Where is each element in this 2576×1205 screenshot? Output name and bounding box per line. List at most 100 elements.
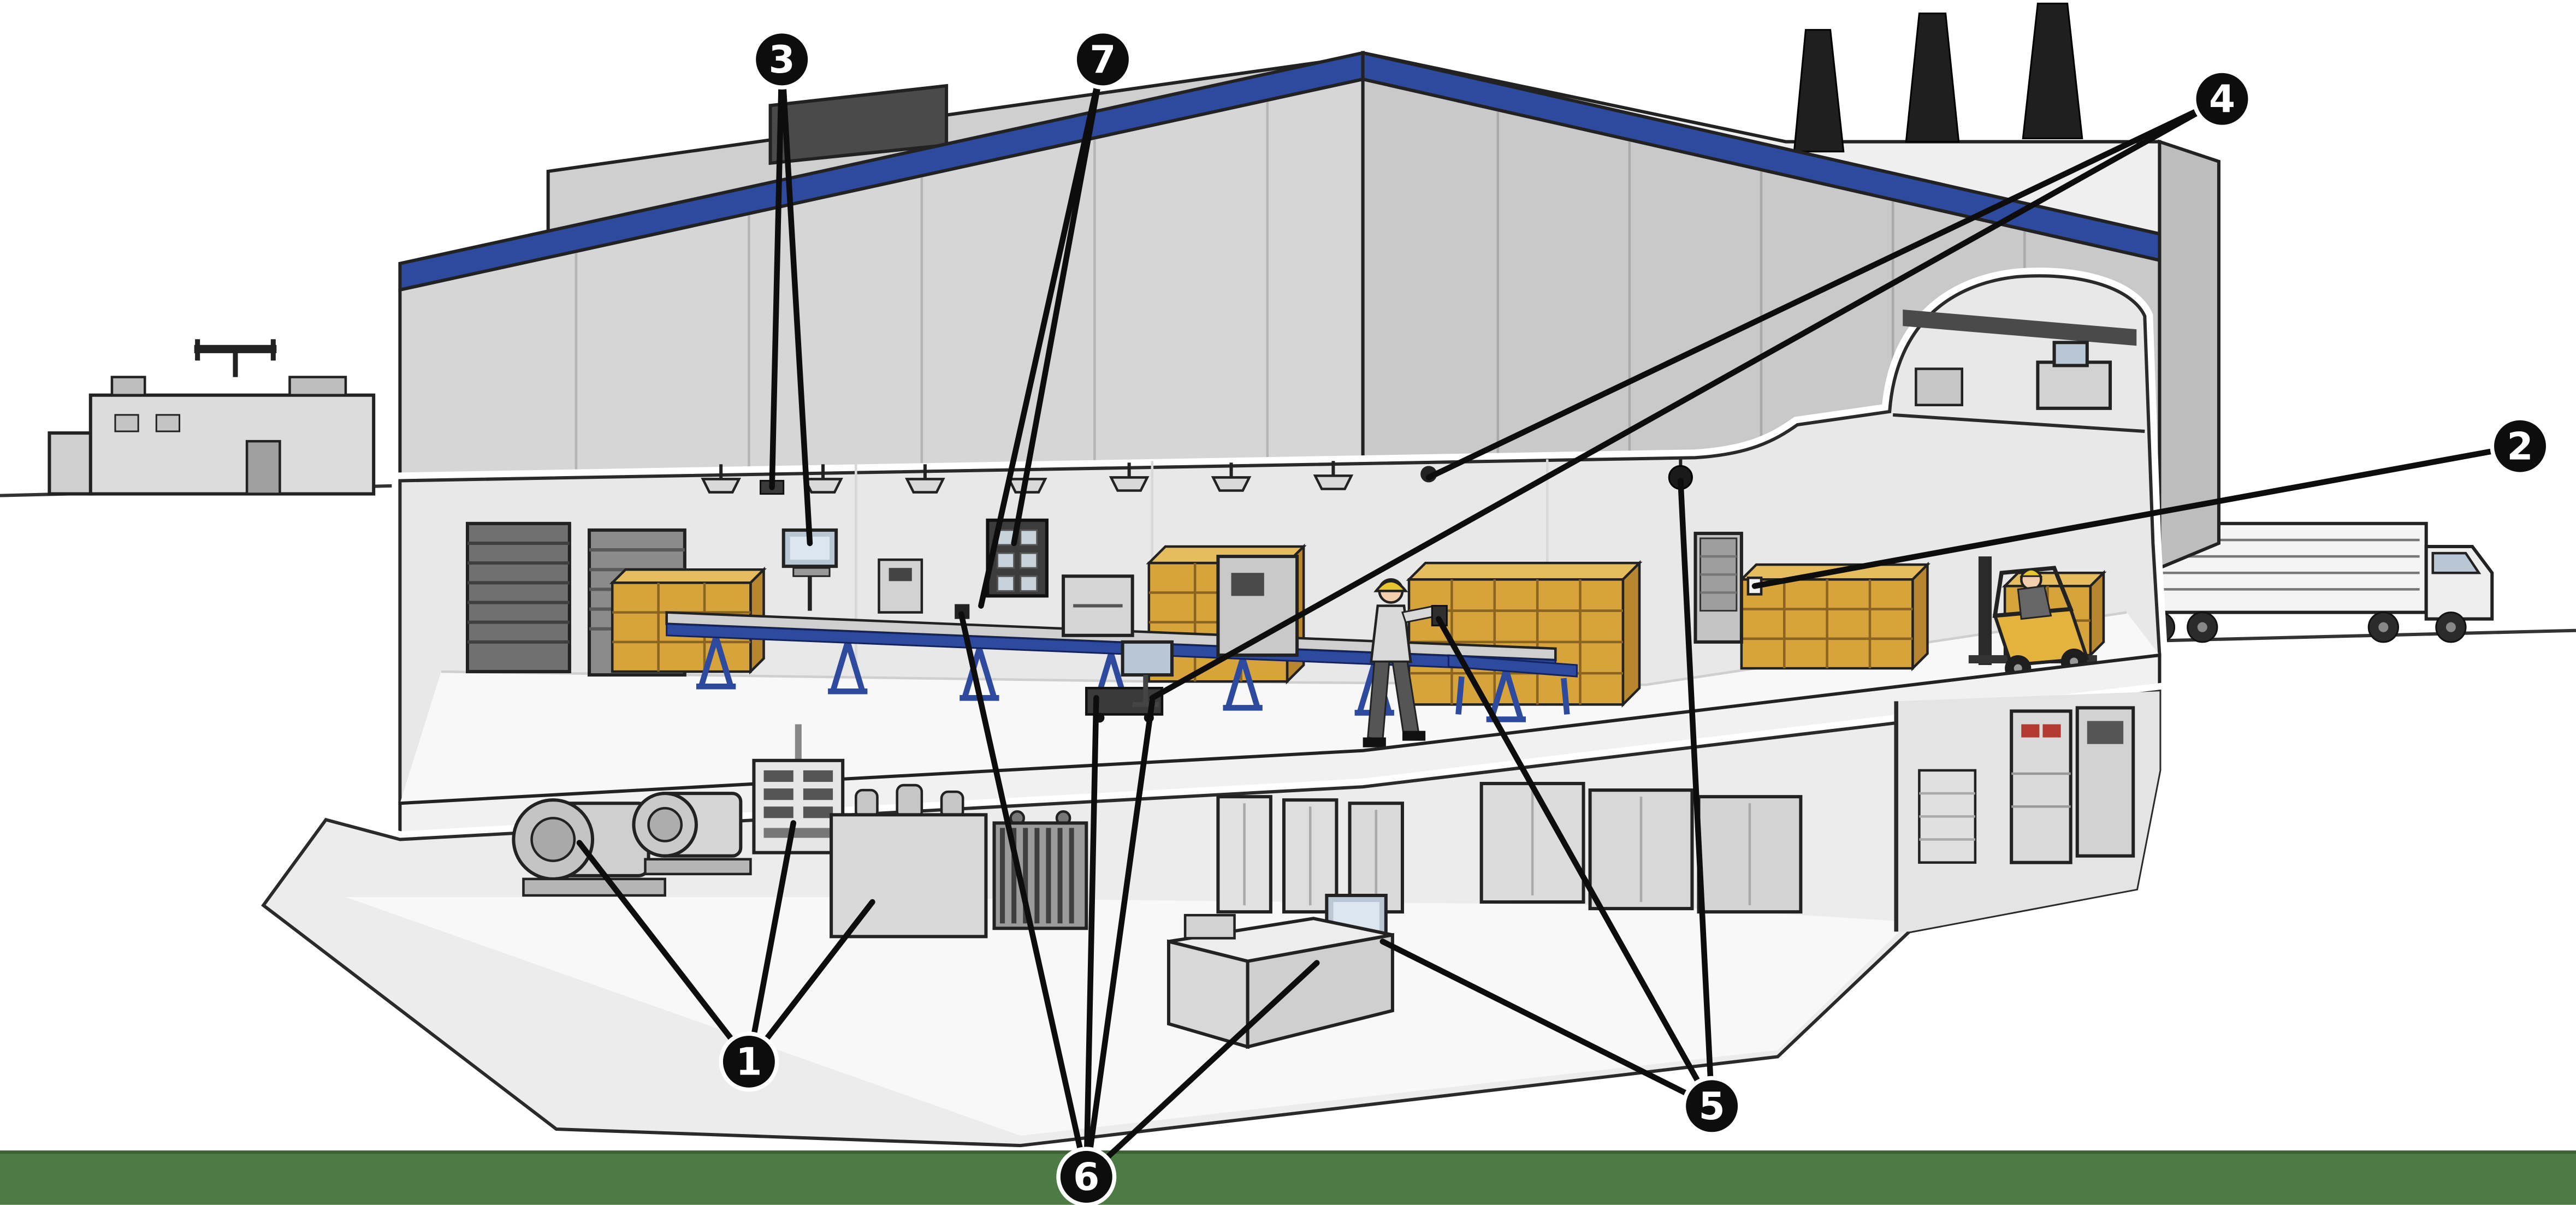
motor-unit-2 xyxy=(632,792,752,876)
truck-hub-4 xyxy=(2445,622,2456,632)
box-top-face xyxy=(1406,561,1643,581)
interior-upper-floor xyxy=(392,268,2169,812)
breaker xyxy=(803,770,833,782)
forklift-guard xyxy=(1992,566,2074,618)
box-side-face xyxy=(1621,560,1641,708)
cabinet-module xyxy=(1020,575,1038,592)
outbuilding-door xyxy=(245,440,281,495)
breaker xyxy=(763,770,793,782)
inline-scale xyxy=(878,558,923,614)
chimneys xyxy=(1793,2,2083,153)
basement-floor xyxy=(345,897,1910,1136)
breaker xyxy=(763,806,793,818)
mezzanine-floor-line xyxy=(1892,413,2145,434)
counter-bank xyxy=(1479,782,1803,914)
leader-line xyxy=(1083,698,1156,1180)
basement-right-room xyxy=(1894,691,2160,932)
roller-door-1-slats xyxy=(467,541,570,644)
mezzanine-ceiling-band xyxy=(1903,309,2137,346)
truck-hub-3 xyxy=(2378,622,2389,632)
box-top-face xyxy=(609,568,767,584)
light-fixture xyxy=(1211,462,1252,492)
callout-4-circle xyxy=(2192,69,2252,129)
callout-2-circle xyxy=(2490,416,2550,477)
packing-table-legs xyxy=(1455,676,1570,715)
worker-shoe-left xyxy=(1363,737,1386,747)
outbuilding-annex xyxy=(48,431,94,496)
callout-7-number: 7 xyxy=(1089,38,1116,82)
callout-7: 7 xyxy=(978,29,1133,609)
leader-line xyxy=(1379,939,1715,1109)
breaker xyxy=(803,788,833,800)
callout-5: 5 xyxy=(1379,478,1742,1136)
interior-cut-outline xyxy=(398,274,2162,805)
light-fixture xyxy=(905,464,945,494)
leader-line xyxy=(746,820,797,1065)
callout-1-circle xyxy=(719,1031,779,1092)
callout-3: 3 xyxy=(751,29,813,547)
motor-unit-1 xyxy=(512,798,666,897)
callout-2-number: 2 xyxy=(2507,425,2533,468)
desk-workstation xyxy=(1166,893,1394,1049)
breaker xyxy=(763,788,793,800)
equipment-box xyxy=(830,783,988,939)
scale-display xyxy=(889,568,912,581)
mezzanine-console xyxy=(2036,360,2112,410)
light-fixture xyxy=(1313,461,1354,490)
cabinet-module xyxy=(1020,529,1038,546)
leader-line xyxy=(1436,616,1715,1109)
forklift-mast xyxy=(1978,556,1992,666)
packing-table xyxy=(1447,654,1578,678)
motor-base xyxy=(644,858,752,876)
callout-5-circle xyxy=(1681,1076,1742,1136)
wall-right-extension xyxy=(2158,139,2220,571)
motor-base xyxy=(522,877,666,897)
mezzanine-screen xyxy=(2052,341,2089,367)
motor-face-inner xyxy=(530,817,576,862)
shelf-lines xyxy=(1919,792,1975,841)
conveyor-legs xyxy=(696,636,1526,722)
leader-line xyxy=(779,56,813,547)
chimney-2 xyxy=(1905,12,1960,143)
counter-door-lines xyxy=(1531,790,1751,906)
cabinet-module xyxy=(997,552,1015,569)
callout-7-circle xyxy=(1073,29,1133,90)
roller-door-1 xyxy=(465,521,571,674)
machine-1 xyxy=(1062,574,1134,637)
outbuilding-window-2 xyxy=(155,414,181,432)
leader-line xyxy=(1011,56,1106,547)
ceiling-lights xyxy=(701,461,1354,494)
motor-face-inner xyxy=(647,806,683,842)
callout-5-number: 5 xyxy=(1699,1085,1725,1129)
leader-line xyxy=(1751,443,2523,589)
leader-line xyxy=(1083,695,1099,1180)
callout-6: 6 xyxy=(958,611,1320,1205)
box-top-face xyxy=(2001,571,2107,587)
mezzanine-office xyxy=(1892,309,2145,434)
callouts: 1 2 3 4 5 xyxy=(576,29,2550,1205)
light-fixture xyxy=(1109,462,1150,492)
chimney-3 xyxy=(2022,2,2083,140)
driver-helmet xyxy=(2020,568,2043,577)
outbuilding-main xyxy=(88,393,376,496)
leader-line xyxy=(1149,96,2225,701)
truck-cab-window xyxy=(2431,551,2482,574)
desk-printer xyxy=(1183,913,1236,940)
cabinet-module xyxy=(1020,552,1038,569)
right-room-cabinet-1 xyxy=(2010,709,2072,864)
worker-torso xyxy=(1370,604,1412,663)
worker-hard-hat xyxy=(1373,580,1408,592)
desk-side-panel xyxy=(1246,933,1394,1049)
station-keyboard xyxy=(792,567,831,577)
leader-line xyxy=(978,56,1106,609)
panel-strip xyxy=(763,828,833,838)
leader-line xyxy=(958,611,1089,1180)
leader-line xyxy=(1083,960,1320,1180)
callout-6-number: 6 xyxy=(1073,1156,1099,1200)
worker xyxy=(1363,578,1448,747)
dock-door-slats xyxy=(1700,555,1737,594)
callout-1-number: 1 xyxy=(736,1041,762,1084)
interior-basement xyxy=(252,682,2168,1154)
leader-line xyxy=(576,840,752,1065)
